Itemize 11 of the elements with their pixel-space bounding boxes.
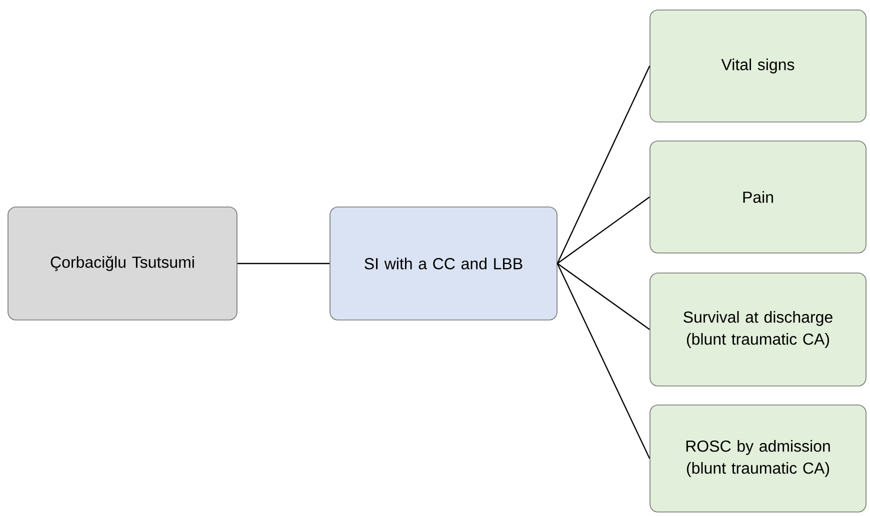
connector-line — [556, 263, 650, 459]
outcome-box: Survival at discharge (blunt traumatic CA) — [650, 272, 866, 386]
connector-line — [557, 263, 650, 330]
connector-line — [237, 262, 330, 264]
outcome-box: Pain — [650, 140, 866, 254]
topic-box: SI with a CC and LBB — [330, 206, 558, 320]
source-box: Çorbaciğlu Tsutsumi — [8, 206, 238, 320]
outcome-box: Vital signs — [650, 10, 866, 122]
connector-line — [556, 66, 650, 264]
outcome-box: ROSC by admission (blunt traumatic CA) — [650, 404, 866, 512]
connector-line — [557, 196, 650, 264]
